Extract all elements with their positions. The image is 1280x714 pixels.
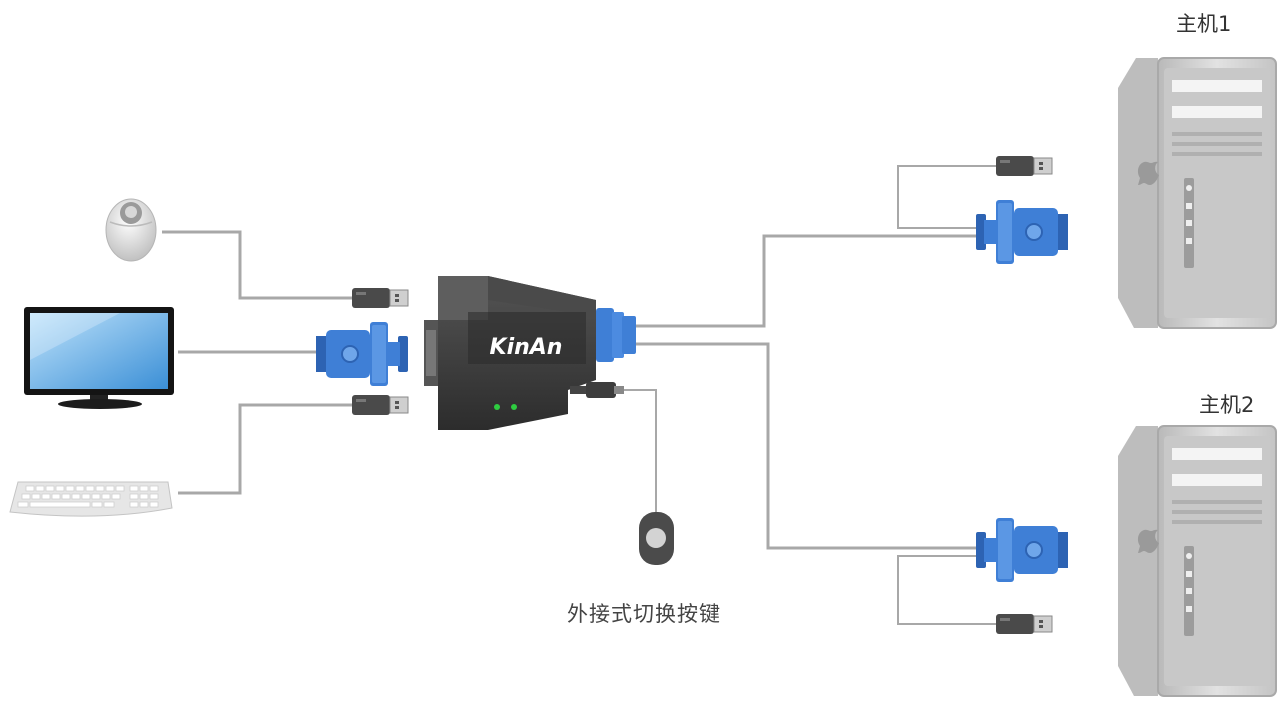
usb-plug-icon bbox=[351, 287, 409, 309]
kvm-brand-logo: KinAn bbox=[490, 335, 563, 360]
pc-tower-icon bbox=[1117, 57, 1277, 329]
mouse-cable bbox=[162, 230, 352, 300]
external-switch-label: 外接式切换按键 bbox=[567, 602, 721, 626]
pc-tower-icon bbox=[1117, 425, 1277, 697]
host2-usb-cable bbox=[897, 555, 996, 625]
led-indicator bbox=[511, 404, 517, 410]
host1-usb-cable bbox=[897, 165, 996, 229]
vga-connector-icon bbox=[315, 321, 409, 387]
host1-vga-cable bbox=[636, 234, 976, 328]
mouse-icon bbox=[105, 198, 157, 262]
cable-group bbox=[162, 165, 996, 625]
led-indicator bbox=[494, 404, 500, 410]
vga-connector-icon bbox=[975, 199, 1069, 265]
usb-plug-icon bbox=[351, 394, 409, 416]
host2-label: 主机2 bbox=[1199, 393, 1255, 417]
monitor-icon bbox=[24, 307, 174, 409]
vga-connector-icon bbox=[975, 517, 1069, 583]
keyboard-cable bbox=[178, 403, 352, 495]
switch-button-icon bbox=[639, 512, 674, 565]
kvm-switch-icon: KinAn bbox=[424, 276, 636, 430]
usb-plug-icon bbox=[995, 613, 1053, 635]
usb-plug-icon bbox=[995, 155, 1053, 177]
switch-button-cable bbox=[620, 389, 657, 520]
host1-label: 主机1 bbox=[1176, 12, 1232, 36]
audio-jack-icon bbox=[570, 382, 624, 398]
keyboard-icon bbox=[9, 481, 173, 517]
host2-vga-cable bbox=[636, 342, 976, 550]
